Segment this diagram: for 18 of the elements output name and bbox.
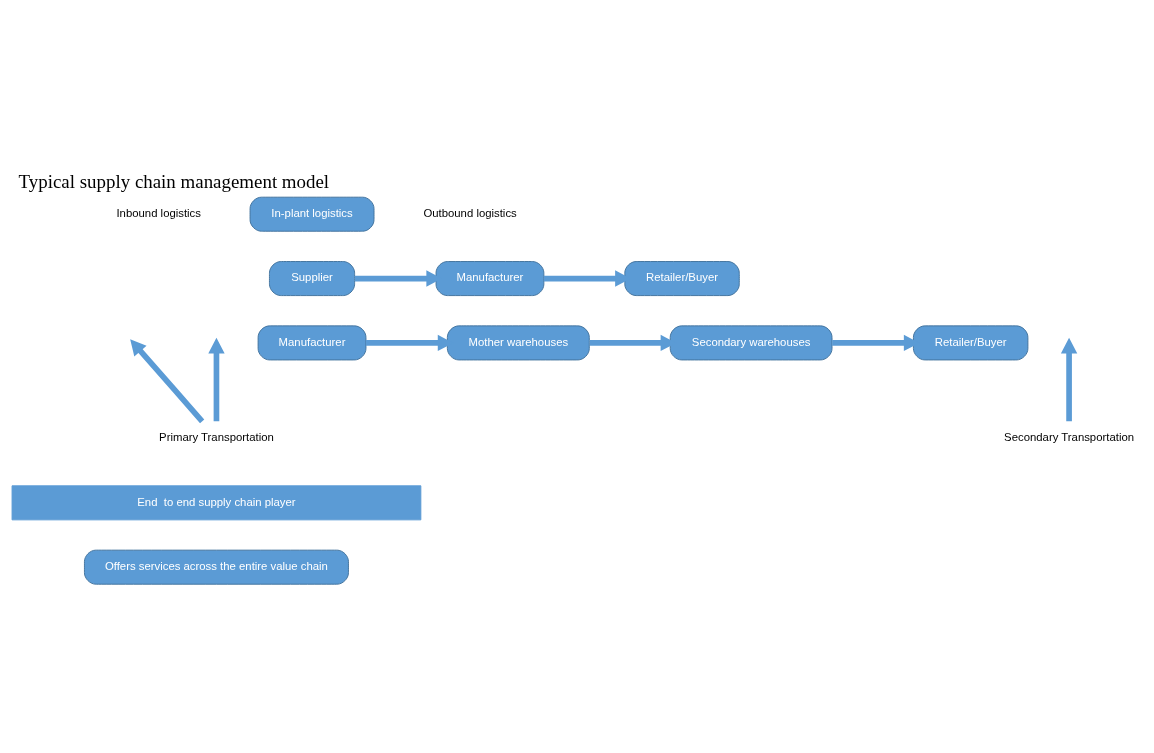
- arrow: [1060, 337, 1078, 422]
- node-box: Manufacturer: [435, 261, 545, 297]
- arrow: [208, 337, 225, 422]
- node-box: Offers services across the entire value chain: [83, 549, 349, 585]
- node-box: Retailer/Buyer: [624, 261, 740, 297]
- node-box: Mother warehouses: [446, 325, 590, 361]
- node-box: Supplier: [268, 261, 356, 297]
- node-box: In-plant logistics: [249, 196, 375, 232]
- node-box: End to end supply chain player: [11, 485, 422, 521]
- label: Inbound logistics: [116, 207, 201, 220]
- node-box: Secondary warehouses: [669, 325, 833, 361]
- label: Outbound logistics: [423, 207, 517, 220]
- node-text: Secondary Transportation: [1004, 431, 1135, 444]
- node-box: Manufacturer: [257, 325, 367, 361]
- node-box: Retailer/Buyer: [912, 325, 1029, 361]
- node-text: Primary Transportation: [159, 431, 274, 444]
- diagram-title: Typical supply chain management model: [18, 170, 330, 192]
- arrow: [130, 339, 205, 424]
